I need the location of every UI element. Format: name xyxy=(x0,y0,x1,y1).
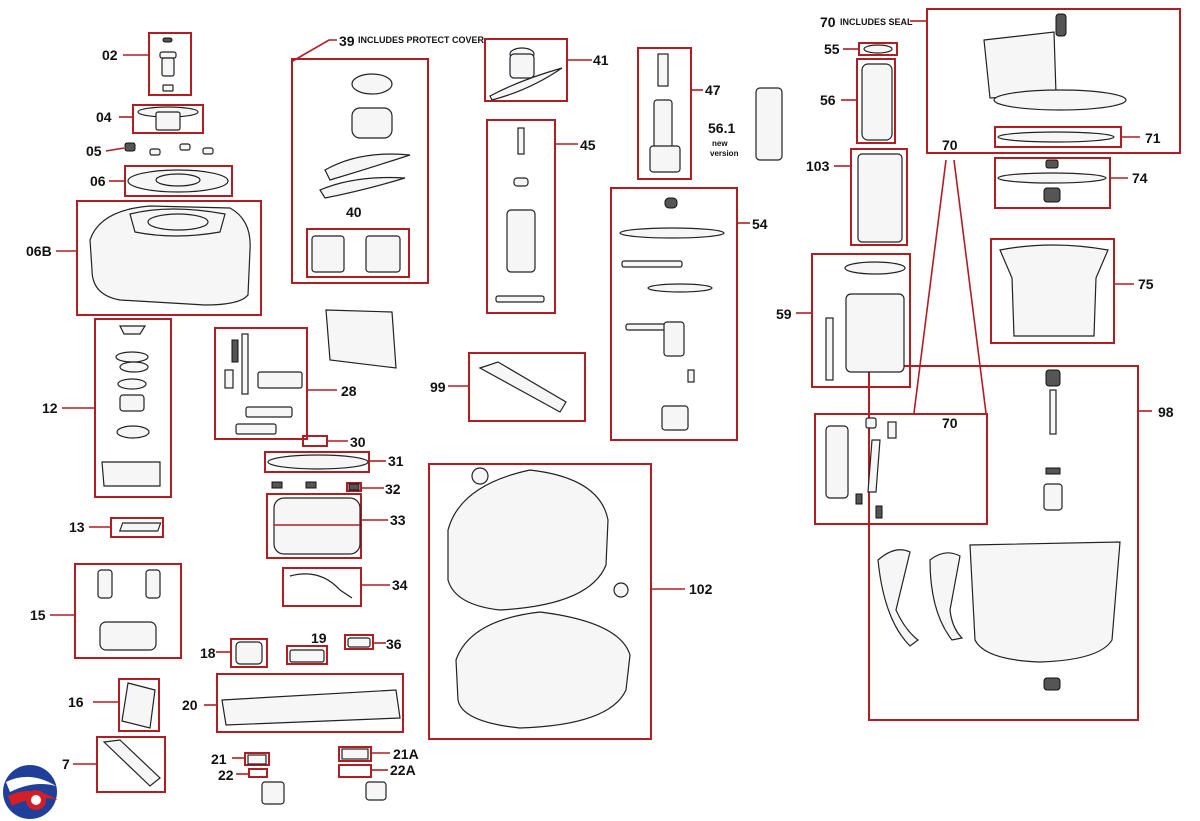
part-box-39 xyxy=(291,58,429,284)
callout-19: 19 xyxy=(311,630,327,646)
part-box-47 xyxy=(637,47,692,180)
callout-22: 22 xyxy=(218,767,234,783)
callout-56-1: 56.1 xyxy=(708,120,736,136)
part-box-98 xyxy=(868,365,1139,721)
callout-39: 39 xyxy=(339,33,355,49)
note-70: INCLUDES SEAL xyxy=(840,17,913,27)
callout-36: 36 xyxy=(386,636,402,652)
callout-32: 32 xyxy=(385,481,401,497)
part-box-70 xyxy=(926,8,1181,154)
callout-70-top: 70 xyxy=(820,14,836,30)
callout-34: 34 xyxy=(392,577,408,593)
part-box-32 xyxy=(346,482,362,492)
part-box-99 xyxy=(468,352,586,422)
part-box-59 xyxy=(811,253,911,388)
callout-18: 18 xyxy=(200,645,216,661)
callout-54: 54 xyxy=(752,216,768,232)
part-box-28 xyxy=(214,327,308,440)
part-box-54 xyxy=(610,187,738,441)
callout-40: 40 xyxy=(346,204,362,220)
callout-30: 30 xyxy=(350,434,366,450)
part-box-34 xyxy=(282,567,362,607)
callout-22a: 22A xyxy=(390,762,416,778)
callout-41: 41 xyxy=(593,52,609,68)
part-box-36 xyxy=(344,634,374,650)
callout-16: 16 xyxy=(68,694,84,710)
callout-102: 102 xyxy=(689,581,713,597)
callout-7: 7 xyxy=(62,756,70,772)
callout-70-lower: 70 xyxy=(942,415,958,431)
callout-06b: 06B xyxy=(26,243,52,259)
part-box-70-interlock xyxy=(814,413,988,525)
callout-98: 98 xyxy=(1158,404,1174,420)
part-box-21 xyxy=(244,752,270,766)
part-box-102 xyxy=(428,463,652,740)
part-box-74 xyxy=(994,157,1111,209)
callout-103: 103 xyxy=(806,158,830,174)
note-56-1-version: version xyxy=(710,149,739,158)
part-box-15 xyxy=(74,563,182,659)
callout-02: 02 xyxy=(102,47,118,63)
part-box-31 xyxy=(264,451,370,473)
callout-05: 05 xyxy=(86,143,102,159)
part-05-drawing xyxy=(124,142,214,156)
part-box-12 xyxy=(94,318,172,498)
part-box-22 xyxy=(248,768,268,778)
part-box-30 xyxy=(302,435,328,447)
callout-31: 31 xyxy=(388,453,404,469)
part-box-16 xyxy=(118,678,160,732)
part-box-06b xyxy=(76,200,262,316)
part-box-75 xyxy=(990,238,1115,344)
callout-28: 28 xyxy=(341,383,357,399)
part-box-103 xyxy=(850,148,908,246)
part-box-22a xyxy=(338,764,372,778)
part-box-45 xyxy=(486,119,556,314)
callout-75: 75 xyxy=(1138,276,1154,292)
callout-74: 74 xyxy=(1132,170,1148,186)
part-22-extra-drawing xyxy=(261,781,285,805)
part-box-41 xyxy=(484,38,568,102)
part-box-18 xyxy=(230,638,268,668)
note-56-1-new: new xyxy=(712,139,728,148)
callout-47: 47 xyxy=(705,82,721,98)
part-box-21a xyxy=(338,746,372,762)
callout-20: 20 xyxy=(182,697,198,713)
callout-71: 71 xyxy=(1145,130,1161,146)
callout-06: 06 xyxy=(90,173,106,189)
part-box-71 xyxy=(994,126,1122,148)
part-box-7 xyxy=(96,736,166,793)
part-box-20 xyxy=(216,673,404,733)
callout-12: 12 xyxy=(42,400,58,416)
callout-21: 21 xyxy=(211,751,227,767)
part-box-55 xyxy=(858,42,898,56)
callout-59: 59 xyxy=(776,306,792,322)
part-box-13 xyxy=(110,517,164,538)
callout-99: 99 xyxy=(430,379,446,395)
part-box-04 xyxy=(132,104,204,134)
callout-56: 56 xyxy=(820,92,836,108)
part-box-33 xyxy=(266,493,362,559)
part-22a-extra-drawing xyxy=(365,781,387,801)
part-box-40 xyxy=(306,228,410,278)
callout-13: 13 xyxy=(69,519,85,535)
callout-15: 15 xyxy=(30,607,46,623)
note-39: INCLUDES PROTECT COVER xyxy=(358,35,485,45)
part-box-02 xyxy=(148,32,192,96)
company-logo xyxy=(3,765,58,819)
part-box-56 xyxy=(856,58,896,144)
part-box-06 xyxy=(124,165,233,197)
part-56-1-drawing xyxy=(755,87,783,161)
callout-45: 45 xyxy=(580,137,596,153)
part-box-19 xyxy=(286,645,328,665)
callout-04: 04 xyxy=(96,109,112,125)
part-chute-drawing xyxy=(325,309,397,369)
callout-21a: 21A xyxy=(393,746,419,762)
callout-33: 33 xyxy=(390,512,406,528)
callout-70-mid: 70 xyxy=(942,137,958,153)
callout-55: 55 xyxy=(824,41,840,57)
